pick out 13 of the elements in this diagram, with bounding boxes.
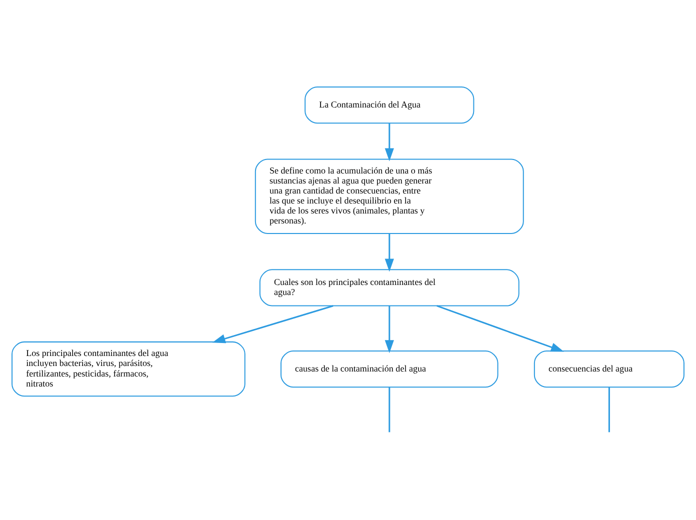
arrow bbox=[436, 305, 564, 352]
arrow bbox=[384, 234, 394, 272]
node-box: Cuales son los principales contaminantes del agua? bbox=[259, 269, 520, 306]
node-box: Los principales contaminantes del agua incluyen bacterias, virus, parásitos, fertilizantes, pesticidas, fármacos, nitratos bbox=[12, 341, 246, 397]
node-box: Se define como la acumulación de una o más sustancias ajenas al agua que pueden generar una gran cantidad de consecuencias, entre las que se incluye el desequilibrio en la vida de los seres vivos (animales, plantas y personas). bbox=[254, 158, 524, 234]
arrow bbox=[212, 305, 334, 344]
connector bbox=[388, 387, 390, 432]
arrow bbox=[384, 123, 394, 162]
node-box: La Contaminación del Agua bbox=[304, 86, 474, 124]
node-box: causas de la contaminación del agua bbox=[280, 350, 498, 388]
node-box: consecuencias del agua bbox=[534, 350, 684, 388]
arrow bbox=[384, 306, 394, 354]
connector bbox=[608, 387, 610, 432]
